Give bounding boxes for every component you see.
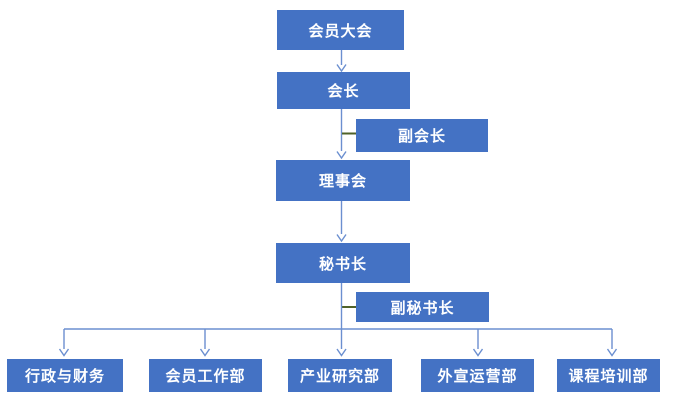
arrowhead-down-icon	[336, 234, 347, 243]
org-node-admin-finance[interactable]: 行政与财务	[7, 359, 123, 392]
connector-drop-training	[606, 329, 618, 357]
arrowhead-down-icon	[199, 348, 211, 357]
org-node-label: 外宣运营部	[437, 368, 518, 385]
org-node-secretary-general[interactable]: 秘书长	[276, 243, 410, 283]
connector-members-president	[336, 50, 347, 73]
connector-drop-industry-research	[336, 329, 347, 357]
org-node-member-work-dept[interactable]: 会员工作部	[149, 359, 262, 392]
org-node-label: 副会长	[397, 128, 446, 145]
org-node-label: 理事会	[318, 173, 367, 190]
connector-distributor-bar	[64, 283, 612, 330]
org-node-label: 产业研究部	[299, 368, 380, 385]
org-node-label: 行政与财务	[24, 368, 105, 385]
arrowhead-down-icon	[336, 64, 347, 73]
org-node-council[interactable]: 理事会	[276, 160, 410, 201]
connector-drop-publicity-ops	[472, 329, 484, 357]
org-node-label: 副秘书长	[390, 299, 455, 317]
arrowhead-down-icon	[336, 151, 347, 160]
org-node-label: 秘书长	[318, 255, 367, 273]
arrowhead-down-icon	[336, 348, 347, 357]
org-node-label: 课程培训部	[568, 368, 649, 385]
org-node-label: 会长	[327, 83, 360, 100]
connector-president-council	[336, 109, 347, 160]
org-node-members-assembly[interactable]: 会员大会	[277, 10, 404, 50]
org-node-label: 会员大会	[308, 22, 373, 40]
org-node-course-training-dept[interactable]: 课程培训部	[557, 359, 660, 392]
org-node-publicity-operations-dept[interactable]: 外宣运营部	[421, 359, 534, 392]
connector-drop-admin-finance	[58, 329, 70, 357]
arrowhead-down-icon	[606, 348, 618, 357]
org-node-president[interactable]: 会长	[277, 72, 410, 109]
org-node-industry-research-dept[interactable]: 产业研究部	[288, 359, 392, 392]
connector-drop-member-work	[199, 329, 211, 357]
connector-council-secretary	[336, 201, 347, 243]
arrowhead-down-icon	[58, 348, 70, 357]
arrowhead-down-icon	[472, 348, 484, 357]
org-node-deputy-secretary-general[interactable]: 副秘书长	[356, 292, 489, 322]
org-node-label: 会员工作部	[165, 368, 246, 385]
org-node-vice-president[interactable]: 副会长	[356, 119, 488, 152]
